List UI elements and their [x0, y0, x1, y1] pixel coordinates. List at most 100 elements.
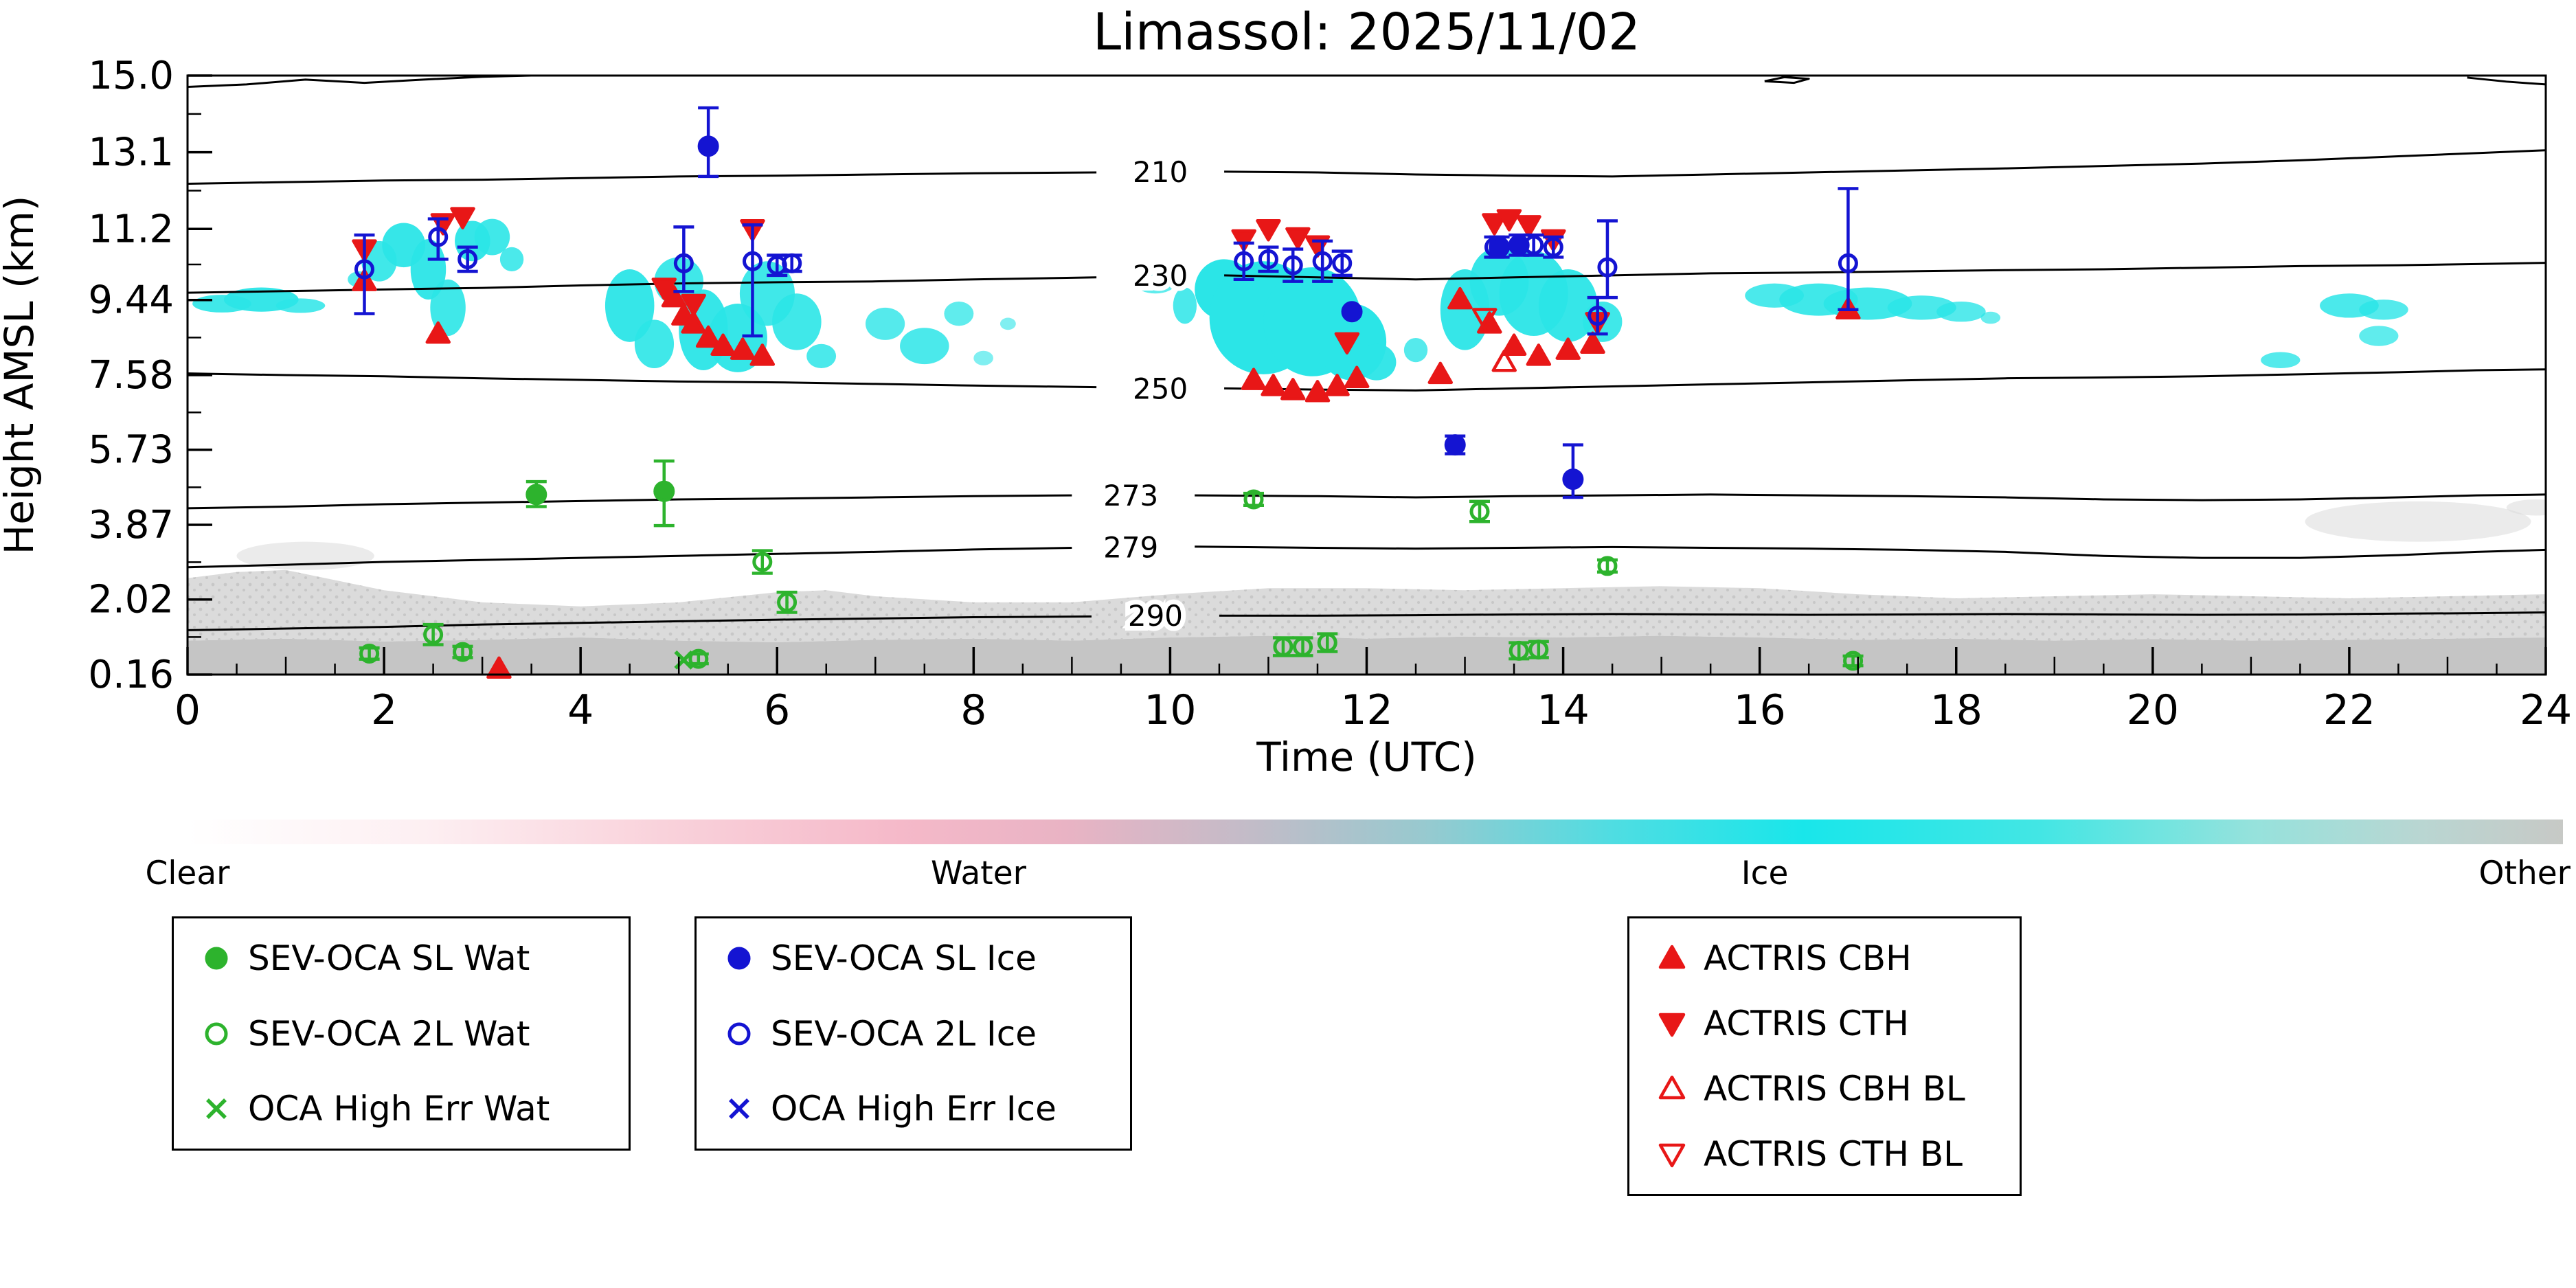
point-cth: [1256, 219, 1281, 242]
point-cbh: [1447, 286, 1473, 310]
point-cbh: [1427, 361, 1454, 385]
point-cth: [1482, 213, 1507, 236]
point-sl_wat: [526, 484, 547, 506]
isotherm-label-273: 273: [1103, 479, 1158, 512]
point-2l_ice: [1332, 253, 1353, 273]
error-bar: [427, 217, 449, 261]
point-sl_ice: [697, 135, 719, 157]
point-2l_wat: [752, 552, 773, 572]
point-cth: [681, 293, 706, 317]
point-cbh: [1280, 378, 1306, 400]
x-tick-label: 8: [960, 686, 986, 734]
ice-cloud-patch: [605, 269, 655, 342]
ice-cloud-patch: [806, 343, 837, 369]
isotherm-line: [1224, 368, 2546, 392]
point-2l_ice: [1524, 235, 1544, 256]
error-bar: [354, 233, 375, 315]
ice-cloud-patch: [1936, 302, 1986, 322]
point-cbh: [1241, 368, 1267, 390]
point-cbh: [749, 343, 776, 366]
circle-filled-icon: [727, 947, 751, 970]
isotherm-line: [188, 171, 1097, 185]
isotherm-label-230: 230: [1133, 259, 1188, 293]
series-2l_ice: [354, 187, 1859, 338]
isotherm-label-279: 279: [1103, 530, 1158, 564]
legend-item-label: OCA High Err Wat: [248, 1089, 550, 1129]
point-sl_ice: [1508, 234, 1530, 256]
circle-open-icon: [727, 1022, 751, 1045]
point-cbh: [695, 325, 721, 348]
ice-cloud-patch: [865, 307, 905, 340]
circle-filled-icon: [205, 947, 228, 970]
legend-item-label: ACTRIS CBH: [1704, 938, 1912, 978]
point-sl_ice: [1341, 301, 1363, 323]
chart-title: Limassol: 2025/11/02: [1092, 3, 1641, 62]
x-tick-label: 14: [1537, 686, 1589, 734]
ice-cloud-patch: [2359, 300, 2408, 320]
ice-cloud-patch: [1403, 337, 1428, 363]
colorbar-label-water: Water: [931, 855, 1026, 892]
point-cth: [450, 207, 475, 229]
point-2l_wat: [777, 592, 798, 613]
point-2l_ice: [673, 253, 694, 273]
point-cth: [1334, 332, 1360, 355]
isotherm-line: [188, 276, 1097, 294]
x-tick-label: 0: [174, 686, 201, 734]
series-cbh_bl: [1491, 349, 1517, 372]
ice-cloud-patch: [1173, 287, 1197, 324]
legend-item-label: SEV-OCA SL Ice: [771, 938, 1037, 978]
point-2l_wat: [1317, 633, 1337, 653]
isotherm-line: [1195, 493, 2546, 501]
point-cbh: [661, 284, 687, 308]
point-cth: [1516, 215, 1541, 238]
point-cbh: [425, 321, 451, 344]
aerosol-layer: [188, 499, 2546, 675]
point-2l_wat: [453, 642, 473, 662]
isotherm-line: [188, 546, 1072, 569]
error-bar: [1233, 241, 1254, 281]
x-tick-label: 12: [1340, 686, 1392, 734]
isotherm-line: [1224, 149, 2546, 178]
legend-item-sev-oca-sl-wat: SEV-OCA SL Wat: [197, 939, 605, 978]
legend-item-actris-cbh-bl: ACTRIS CBH BL: [1653, 1070, 1996, 1108]
point-2l_wat: [1469, 501, 1490, 522]
x-icon: [206, 1098, 227, 1119]
point-cbh: [486, 656, 512, 679]
point-sl_ice: [1444, 434, 1466, 456]
y-tick-label: 3.87: [88, 503, 174, 547]
legend-item-label: ACTRIS CBH BL: [1704, 1069, 1965, 1109]
isotherm-line: [188, 76, 532, 88]
ice-cloud-patch: [474, 218, 510, 256]
y-tick-label: 0.16: [88, 653, 174, 697]
point-2l_ice: [1838, 253, 1858, 273]
ice-cloud-patch: [275, 298, 326, 313]
error-bar: [1283, 247, 1304, 283]
legend-item-sev-oca-2l-ice: SEV-OCA 2L Ice: [720, 1015, 1107, 1053]
ice-cloud-patch: [1980, 311, 2001, 324]
y-tick-label: 5.73: [88, 428, 174, 473]
ice-cloud-patch: [1357, 343, 1397, 381]
point-2l_ice: [1234, 251, 1254, 271]
isotherm-line: [1195, 545, 2546, 559]
point-2l_ice: [428, 227, 449, 247]
point-2l_ice: [1588, 306, 1608, 326]
ice-cloud-patch: [900, 328, 949, 365]
isotherm-line: [1764, 76, 1810, 84]
point-cbh: [730, 337, 756, 360]
legend-item-oca-high-err-ice: OCA High Err Ice: [720, 1089, 1107, 1128]
ice-cloud-patch: [772, 293, 822, 350]
isotherm-line: [1224, 262, 2546, 281]
isotherm-line: [188, 615, 1092, 631]
point-2l_wat: [1509, 640, 1529, 661]
ice-cloud-patch: [999, 317, 1016, 330]
isotherm-label-250: 250: [1133, 372, 1188, 405]
x-ticks: [186, 647, 2547, 675]
y-tick-label: 11.2: [88, 207, 174, 251]
isotherm-line: [1219, 611, 2546, 617]
triangle-up-filled-icon: [1658, 945, 1686, 969]
point-cbh: [1344, 365, 1370, 388]
